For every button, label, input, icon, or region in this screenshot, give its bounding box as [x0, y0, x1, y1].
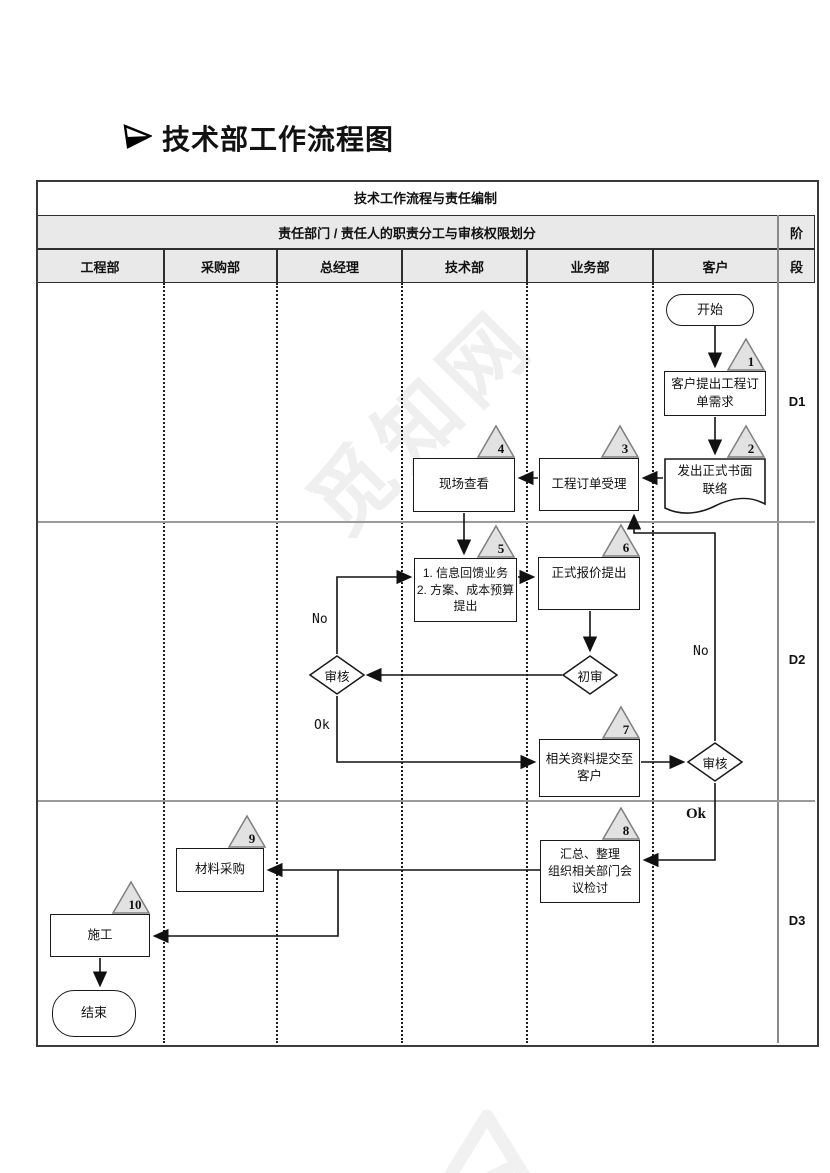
- svg-text:3: 3: [622, 441, 629, 456]
- step-badge-1: 1: [726, 337, 766, 377]
- process-step-4: 现场查看: [413, 458, 515, 512]
- decision-gm-review-label: 审核: [324, 669, 350, 684]
- decision-gm-review: 审核: [308, 655, 366, 695]
- stage-divider-d2-d3: [36, 800, 815, 802]
- stage-label-d2: D2: [788, 652, 806, 667]
- svg-text:2: 2: [748, 441, 755, 456]
- svg-text:1: 1: [748, 354, 755, 369]
- edge-label-customer-ok: Ok: [686, 806, 707, 822]
- col-header-purchasing: 采购部: [200, 259, 240, 275]
- decision-initial-review-label: 初审: [577, 669, 603, 684]
- col-header-gm: 总经理: [319, 259, 359, 275]
- header-row-2-bg: [36, 215, 815, 249]
- stage-label-d3: D3: [788, 913, 806, 928]
- svg-text:6: 6: [623, 540, 630, 555]
- step-badge-6: 6: [601, 523, 641, 563]
- stage-column-divider: [777, 215, 779, 1043]
- header-divider: [401, 249, 403, 283]
- decision-initial-review: 初审: [561, 655, 619, 695]
- col-header-business: 业务部: [570, 259, 610, 275]
- lane-divider: [526, 283, 528, 1043]
- process-step-3: 工程订单受理: [539, 458, 639, 511]
- decision-customer-review: 审核: [686, 742, 744, 782]
- svg-text:8: 8: [623, 823, 630, 838]
- step-badge-2: 2: [726, 424, 766, 464]
- start-node: 开始: [666, 294, 754, 326]
- page-title: 技术部工作流程图: [162, 124, 395, 155]
- process-step-9: 材料采购: [176, 848, 264, 892]
- col-header-engineering: 工程部: [80, 259, 120, 275]
- lane-divider: [401, 283, 403, 1043]
- lane-divider: [276, 283, 278, 1043]
- decision-customer-review-label: 审核: [702, 756, 728, 771]
- process-step-7: 相关资料提交至 客户: [539, 739, 640, 797]
- process-step-8: 汇总、整理 组织相关部门会 议检讨: [540, 840, 640, 903]
- header-divider: [652, 249, 654, 283]
- process-step-10: 施工: [50, 914, 150, 957]
- stage-divider-d1-d2: [36, 521, 815, 523]
- process-step-5: 1. 信息回馈业务 2. 方案、成本预算 提出: [414, 558, 517, 622]
- header-row-3-bg: [36, 249, 815, 283]
- col-header-customer: 客户: [702, 259, 729, 275]
- stage-header-top: 阶: [789, 225, 803, 241]
- page-heading: 技术部工作流程图: [122, 118, 394, 158]
- svg-text:7: 7: [623, 722, 630, 737]
- lane-divider: [652, 283, 654, 1043]
- lane-divider: [163, 283, 165, 1043]
- process-step-1: 客户提出工程订 单需求: [664, 371, 766, 416]
- process-step-6: 正式报价提出: [538, 557, 640, 610]
- step-badge-7: 7: [601, 705, 641, 745]
- table-subtitle: 责任部门 / 责任人的职责分工与审核权限划分: [278, 225, 536, 241]
- col-header-tech: 技术部: [444, 259, 484, 275]
- header-divider: [526, 249, 528, 283]
- svg-text:10: 10: [129, 897, 142, 912]
- edge-label-customer-no: No: [693, 644, 709, 659]
- header-divider: [276, 249, 278, 283]
- step-badge-10: 10: [111, 880, 151, 920]
- watermark-logo-icon: [415, 1108, 565, 1173]
- svg-text:5: 5: [498, 541, 505, 556]
- step-badge-9: 9: [227, 814, 267, 854]
- stage-label-d1: D1: [788, 394, 806, 409]
- step-badge-5: 5: [476, 524, 516, 564]
- svg-text:4: 4: [498, 441, 505, 456]
- step-badge-3: 3: [600, 424, 640, 464]
- arrow-bullet-icon: [122, 122, 153, 155]
- header-divider: [163, 249, 165, 283]
- document-step-2-label: 发出正式书面 联络: [677, 464, 753, 497]
- edge-label-gm-ok: Ok: [314, 718, 330, 733]
- step-badge-8: 8: [601, 806, 641, 846]
- end-node: 结束: [52, 990, 136, 1037]
- document-step-2: 发出正式书面 联络: [664, 458, 766, 520]
- svg-text:9: 9: [249, 831, 256, 846]
- step-badge-4: 4: [476, 424, 516, 464]
- table-title: 技术工作流程与责任编制: [36, 180, 815, 215]
- edge-label-gm-no: No: [312, 612, 328, 627]
- stage-header-bottom: 段: [789, 259, 803, 275]
- watermark-text: 觅知网: [292, 292, 553, 553]
